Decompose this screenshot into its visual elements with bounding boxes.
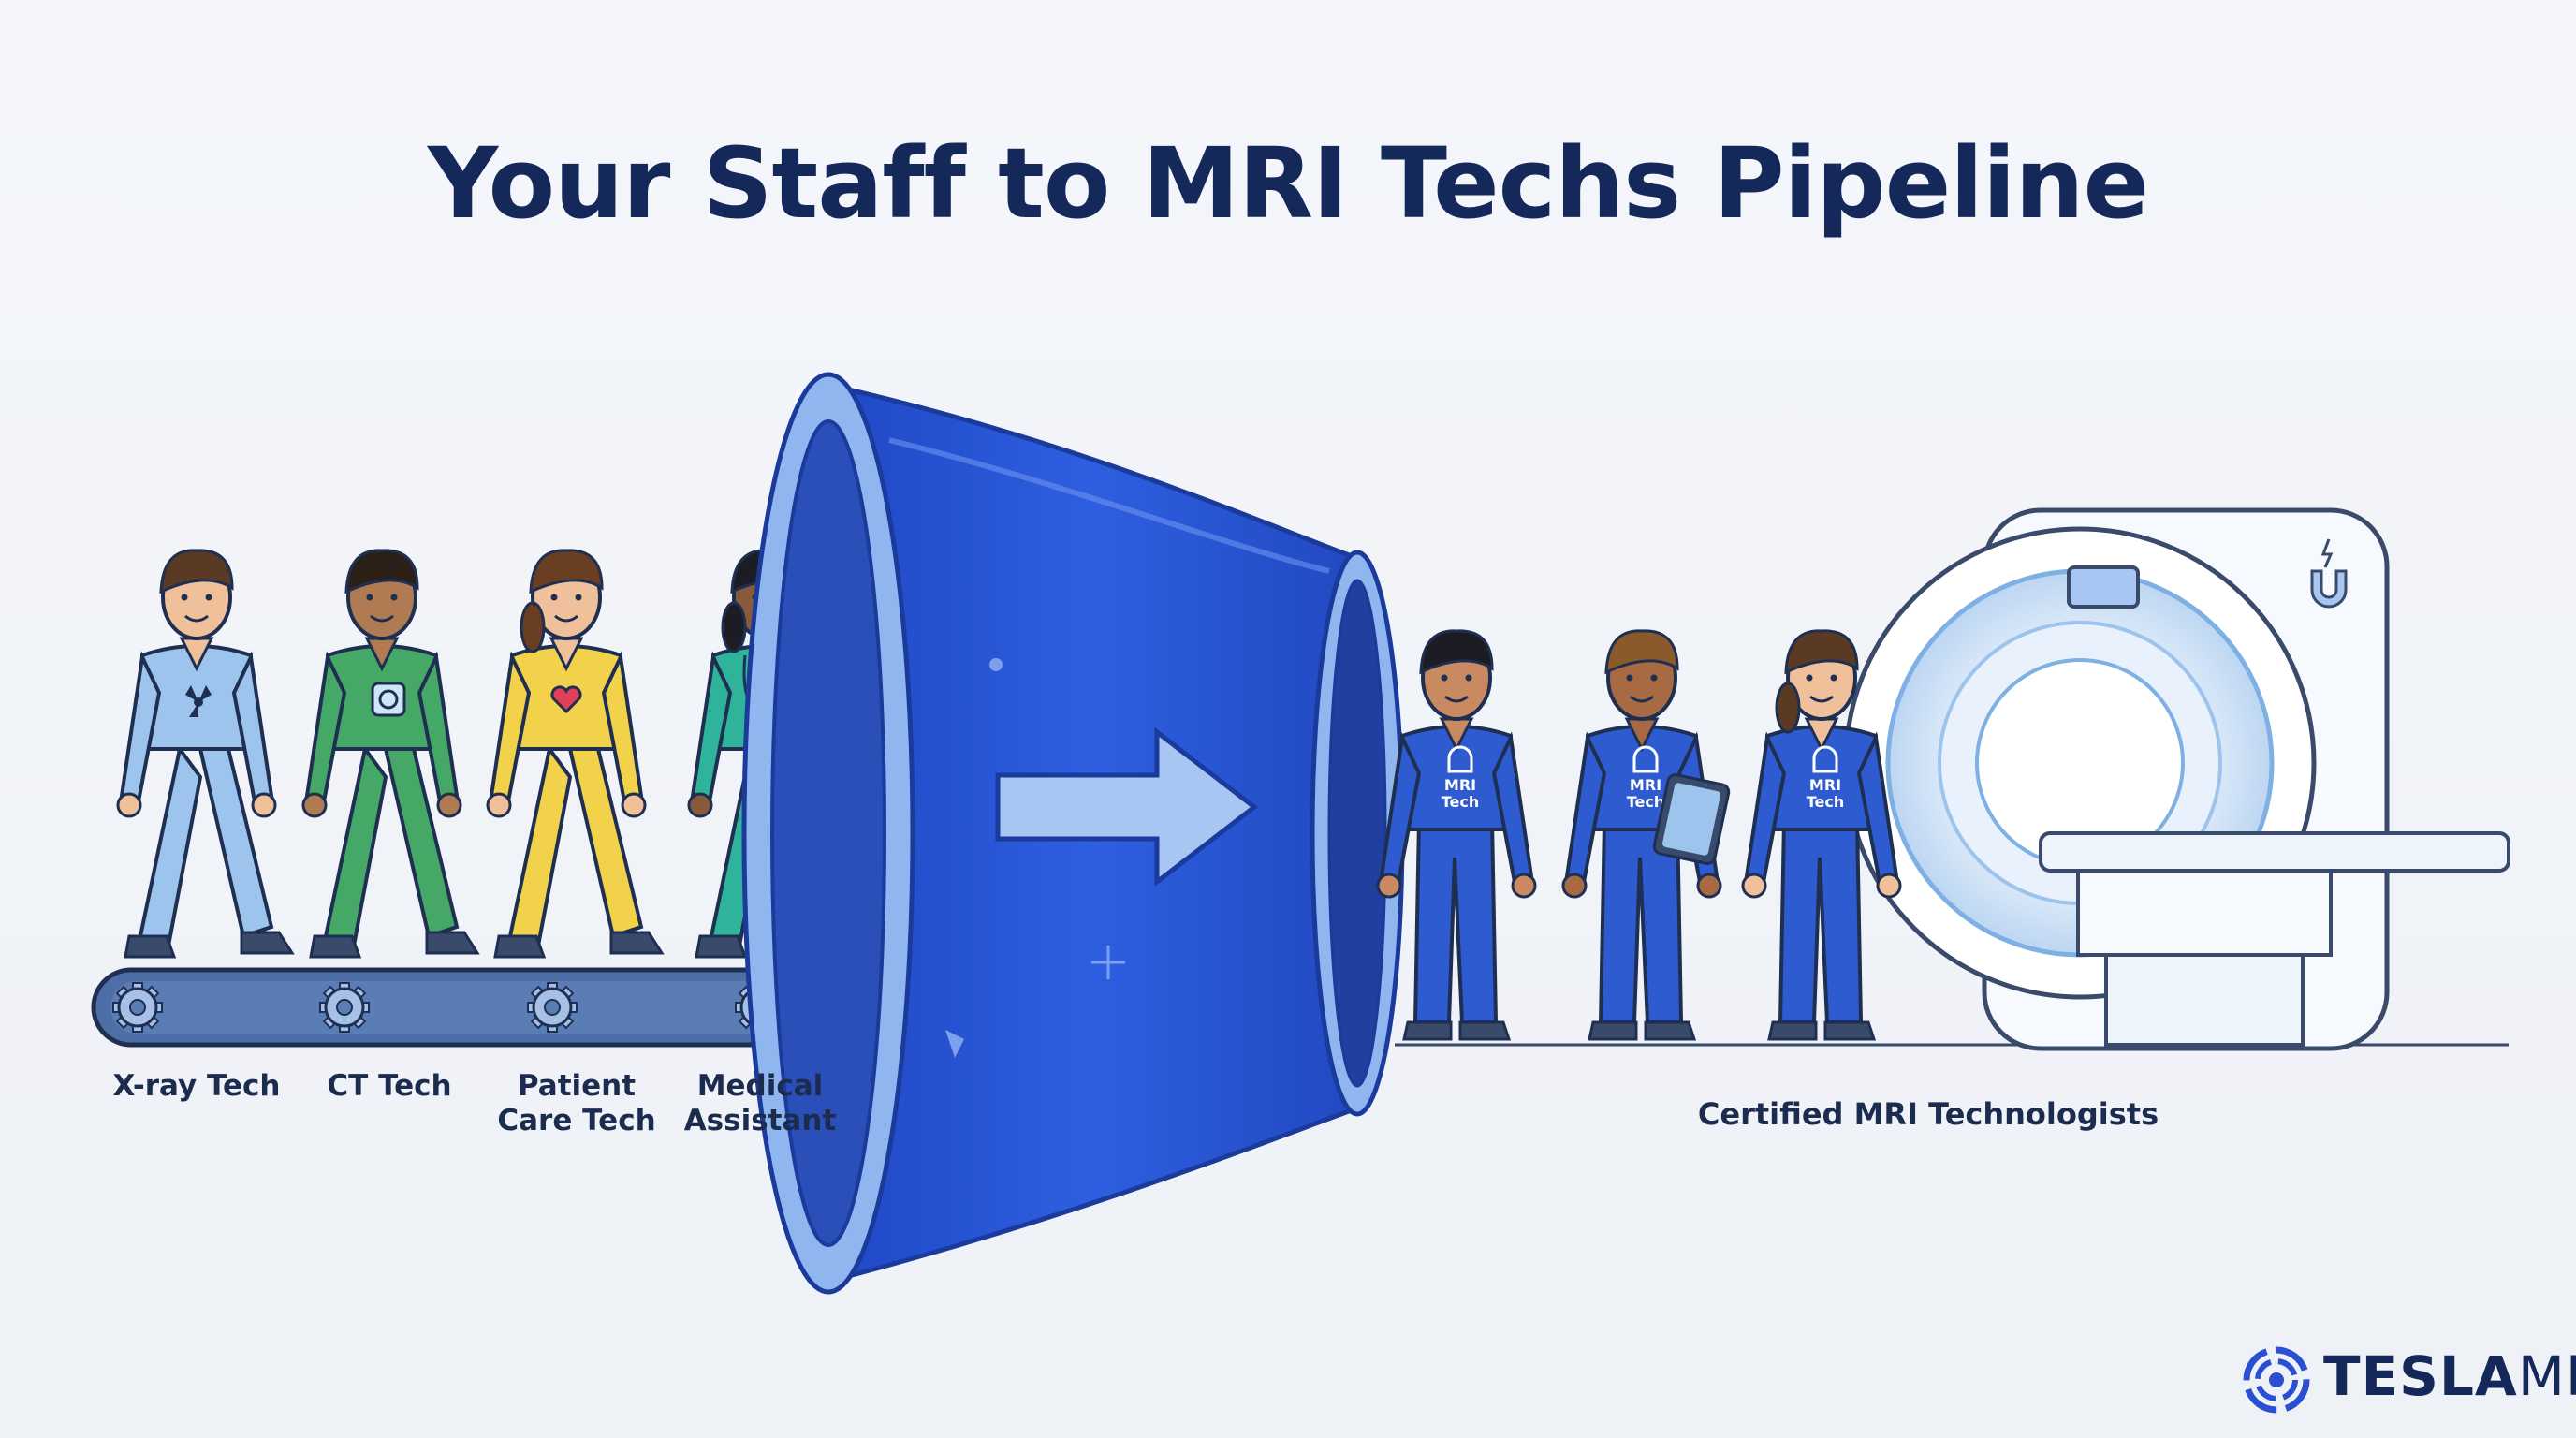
badge-text: MRI <box>1444 776 1476 794</box>
role-label-ct: CT Tech <box>327 1069 452 1103</box>
gear-icon <box>319 982 370 1033</box>
ct-scan-icon <box>371 682 406 717</box>
input-worker-2 <box>301 549 480 959</box>
badge-text: MRI <box>1630 776 1661 794</box>
gear-icon <box>527 982 578 1033</box>
gear-icon <box>112 982 163 1033</box>
badge-text: Tech <box>1627 793 1665 811</box>
heart-icon <box>550 685 582 714</box>
brand-logo: TESLAMR <box>2245 1344 2576 1408</box>
badge-text: Tech <box>1807 793 1845 811</box>
brand-wordmark: TESLAMR <box>2323 1344 2576 1408</box>
input-worker-1 <box>116 549 295 959</box>
output-group-label: Certified MRI Technologists <box>1697 1096 2159 1132</box>
mri-scanner <box>1843 507 2510 1051</box>
conveyor-belt <box>91 967 864 1048</box>
badge-text: Tech <box>1442 793 1480 811</box>
arrow-right-icon <box>995 726 1259 888</box>
badge-text: MRI <box>1809 776 1841 794</box>
role-label-xray: X-ray Tech <box>112 1069 281 1103</box>
tablet-xray-icon <box>1652 773 1731 865</box>
page-title: Your Staff to MRI Techs Pipeline <box>427 126 2149 241</box>
radiation-icon <box>185 685 212 717</box>
magnet-icon <box>2310 538 2348 609</box>
funnel <box>741 372 1405 1295</box>
teslamr-logo-icon <box>2243 1346 2310 1414</box>
input-worker-3 <box>486 549 665 959</box>
